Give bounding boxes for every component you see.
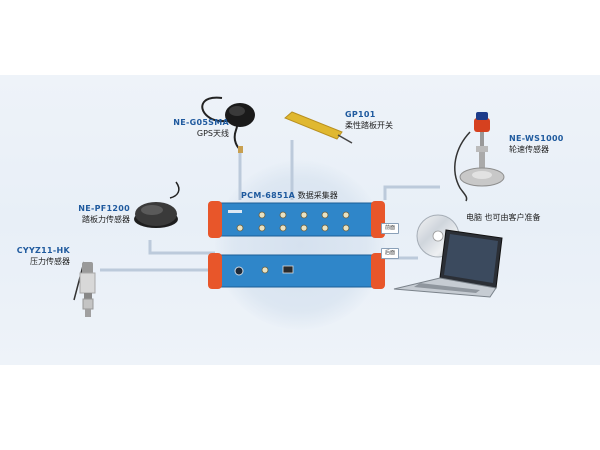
computer-desc: 电脑 也可由客户准备	[466, 213, 541, 222]
pedal-force-model: NE-PF1200	[78, 204, 130, 213]
pressure-label: CYYZ11-HK 压力传感器	[17, 245, 70, 267]
gps-label: NE-G05SMA GPS天线	[173, 117, 229, 139]
pedal-switch-label: GP101 柔性踏板开关	[345, 109, 393, 131]
pressure-desc: 压力传感器	[30, 257, 70, 266]
gps-model: NE-G05SMA	[173, 118, 229, 127]
gps-desc: GPS天线	[196, 129, 229, 138]
pedal-force-line	[148, 240, 215, 255]
wheel-speed-desc: 轮速传感器	[509, 145, 549, 154]
unit-title: PCM-6851A 数据采集器	[241, 190, 338, 201]
wheel-speed-label: NE-WS1000 轮速传感器	[509, 133, 564, 155]
front-panel-tag: 前面	[381, 223, 400, 234]
wheel-speed-model: NE-WS1000	[509, 134, 564, 143]
center-glow	[215, 160, 385, 330]
pedal-switch-desc: 柔性踏板开关	[345, 121, 393, 130]
computer-label: 电脑 也可由客户准备	[466, 212, 541, 223]
pressure-model: CYYZ11-HK	[16, 246, 70, 255]
wheel-speed-line	[383, 185, 440, 200]
back-panel	[208, 253, 385, 289]
unit-desc: 数据采集器	[297, 191, 338, 200]
back-panel-tag: 后面	[381, 248, 400, 259]
unit-model: PCM-6851A	[241, 191, 296, 200]
pedal-switch-model: GP101	[345, 110, 376, 119]
front-panel	[208, 201, 385, 238]
pedal-force-label: NE-PF1200 踏板力传感器	[78, 203, 130, 225]
pedal-force-desc: 踏板力传感器	[82, 215, 130, 224]
